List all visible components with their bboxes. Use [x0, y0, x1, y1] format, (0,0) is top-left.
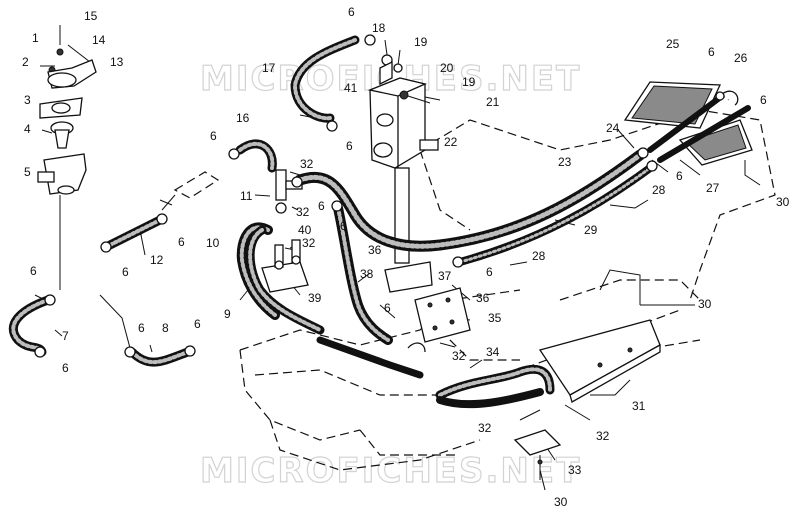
chassis-outline [239, 109, 776, 471]
bracket-35 [414, 287, 471, 343]
hose-17 [290, 34, 376, 132]
callout-36b: 36 [476, 291, 490, 305]
callout-17: 17 [262, 61, 276, 75]
callout-11: 11 [240, 189, 253, 203]
callout-6p: 6 [486, 265, 493, 279]
callout-6m: 6 [708, 45, 715, 59]
callout-28b: 28 [532, 249, 546, 263]
watermark-bottom: MICROFICHES.NET [200, 451, 581, 491]
callout-20: 20 [440, 61, 454, 75]
heat-exchanger-27 [657, 90, 753, 166]
callout-41: 41 [344, 81, 358, 95]
callout-32e: 32 [478, 421, 492, 435]
callout-21: 21 [486, 95, 500, 109]
callout-6c: 6 [122, 265, 129, 279]
callout-30a: 30 [776, 195, 790, 209]
hose-9 [245, 225, 325, 335]
callout-8: 8 [162, 321, 169, 335]
callout-6j: 6 [318, 199, 325, 213]
callout-32b: 32 [296, 205, 310, 219]
callout-6i: 6 [348, 5, 355, 19]
callout-39: 39 [308, 291, 322, 305]
callout-6a: 6 [30, 264, 37, 278]
callout-6n: 6 [760, 93, 767, 107]
callout-9: 9 [224, 307, 231, 321]
callout-13: 13 [110, 55, 124, 69]
callout-7: 7 [62, 329, 69, 343]
callout-33: 33 [568, 463, 582, 477]
callout-27: 27 [706, 181, 720, 195]
callout-6l: 6 [384, 301, 391, 315]
callout-25: 25 [666, 37, 680, 51]
callout-16: 16 [236, 111, 250, 125]
hose-10 [236, 222, 280, 320]
strut-rod [316, 336, 424, 379]
skid-plate-33 [513, 429, 562, 480]
callout-32d: 32 [452, 349, 466, 363]
callout-labels: 15 1 14 2 13 3 4 5 6 7 6 6 12 6 6 8 6 16… [22, 5, 790, 509]
hose-16 [228, 139, 277, 173]
bracket-37 [384, 261, 433, 293]
callout-32c: 32 [302, 236, 316, 250]
callout-24: 24 [606, 121, 620, 135]
callout-32f: 32 [596, 429, 610, 443]
callout-10: 10 [206, 236, 220, 250]
hose-8 [124, 345, 196, 367]
callout-6h: 6 [346, 139, 353, 153]
callout-12: 12 [150, 253, 164, 267]
hose-12 [100, 213, 168, 253]
thermostat-housing-assembly [37, 48, 97, 195]
callout-19b: 19 [462, 75, 476, 89]
callout-30b: 30 [698, 297, 712, 311]
callout-2: 2 [22, 55, 29, 69]
mounting-plate-31 [538, 319, 661, 403]
callout-29: 29 [584, 223, 598, 237]
callout-40: 40 [298, 223, 312, 237]
hose-34 [435, 364, 555, 409]
callout-30c: 30 [554, 495, 568, 509]
callout-22: 22 [444, 135, 458, 149]
callout-19a: 19 [414, 35, 428, 49]
callout-6e: 6 [138, 321, 145, 335]
hose-23 [291, 147, 649, 252]
bracket-39 [261, 239, 309, 293]
hose-38 [331, 200, 393, 345]
callout-23: 23 [558, 155, 572, 169]
heat-exchanger-25 [623, 81, 725, 153]
callout-28a: 28 [652, 183, 666, 197]
callout-31: 31 [632, 399, 646, 413]
callout-4: 4 [24, 122, 31, 136]
callout-37: 37 [438, 269, 452, 283]
callout-34: 34 [486, 345, 500, 359]
hose-7 [8, 294, 56, 358]
clamp-32 [407, 342, 426, 353]
callout-1: 1 [32, 31, 39, 45]
callout-6f: 6 [194, 317, 201, 331]
callout-36a: 36 [368, 243, 382, 257]
callout-6k: 6 [340, 219, 347, 233]
callout-3: 3 [24, 93, 31, 107]
hose-29 [452, 160, 658, 268]
callout-32a: 32 [300, 157, 314, 171]
callout-6g: 6 [210, 129, 217, 143]
callout-14: 14 [92, 33, 106, 47]
callout-38: 38 [360, 267, 374, 281]
callout-35: 35 [488, 311, 502, 325]
y-fitting [161, 171, 220, 211]
callout-5: 5 [24, 165, 31, 179]
callout-6o: 6 [676, 169, 683, 183]
callout-18: 18 [372, 21, 386, 35]
callout-6b: 6 [62, 361, 69, 375]
callout-26: 26 [734, 51, 748, 65]
callout-6d: 6 [178, 235, 185, 249]
pump-assembly-22 [367, 54, 439, 264]
callout-15: 15 [84, 9, 98, 23]
